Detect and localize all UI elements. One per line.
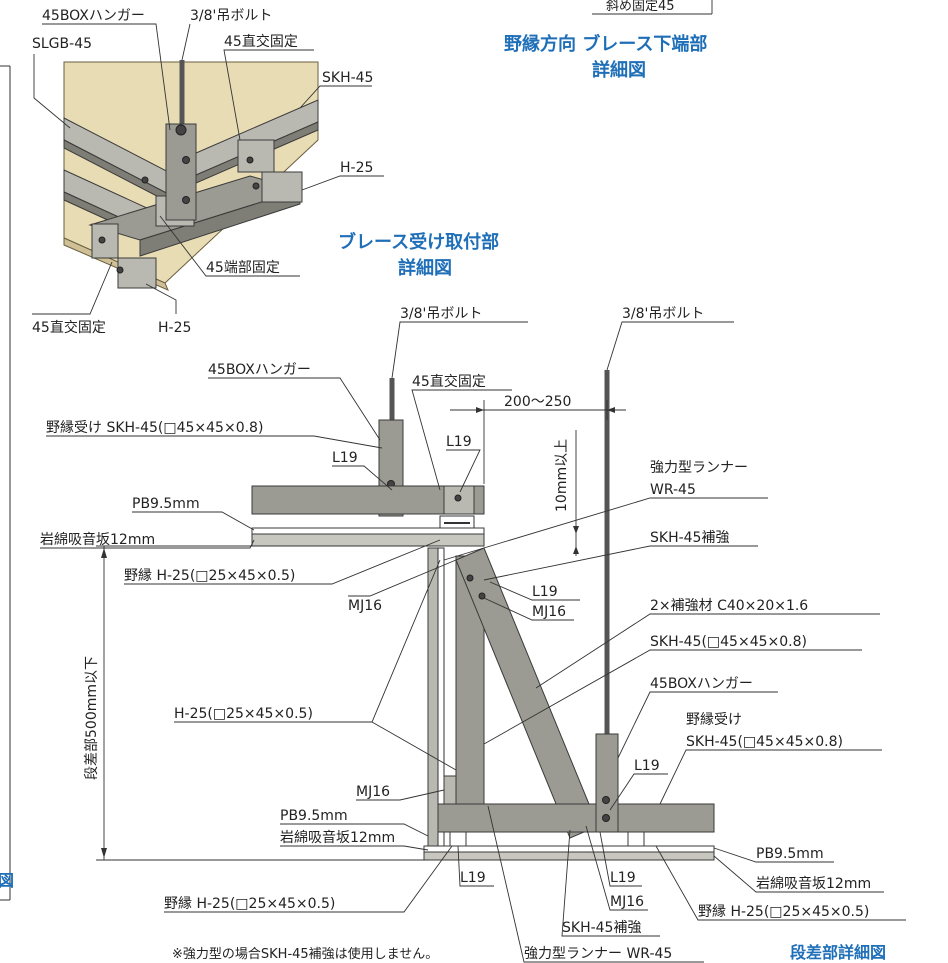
section-receiver-lower (437, 803, 715, 833)
label-pb-mid: PB9.5mm (280, 808, 348, 824)
connector-block-b (117, 257, 157, 289)
label-cross-fix: 45直交固定 (412, 373, 486, 390)
label-mj16-a: MJ16 (348, 598, 382, 614)
section-dimensions: 200～250 10mm以上 段差部500mm以下 (84, 394, 626, 861)
label-pb-right: PB9.5mm (756, 846, 824, 862)
iso-label-h25-bottom: H-25 (158, 320, 191, 336)
iso-label-skh: SKH-45 (322, 70, 373, 86)
label-rockwool-mid: 岩綿吸音坂12mm (280, 829, 395, 846)
left-partial-frame: 図 (0, 65, 14, 901)
iso-label-end-fix: 45端部固定 (206, 260, 280, 276)
label-runner-heavy-1: 強力型ランナー (650, 460, 748, 476)
step-section-illustration (251, 370, 715, 861)
label-rockwool-top: 岩綿吸音坂12mm (40, 531, 155, 548)
label-skh-reinforce-bottom: SKH-45補強 (562, 920, 641, 936)
iso-box-hanger (165, 123, 197, 221)
title-bottom-detail-line1: 野縁方向 ブレース下端部 (504, 33, 707, 55)
label-l19-d: L19 (634, 758, 660, 774)
title-bottom-detail-line2: 詳細図 (592, 59, 646, 81)
label-runner-heavy-2: WR-45 (650, 482, 696, 498)
title-step-detail: 段差部詳細図 (790, 943, 886, 962)
iso-brace-receiver-illustration (63, 60, 319, 291)
section-rockwool-lower (423, 851, 715, 861)
label-bolt-right: 3/8'吊ボルト (622, 306, 704, 322)
label-l19-f: L19 (610, 870, 636, 886)
label-l19-c: L19 (532, 584, 558, 600)
label-l19-b: L19 (446, 434, 472, 450)
iso-label-h25-right: H-25 (340, 160, 373, 176)
iso-label-slgb: SLGB-45 (32, 36, 92, 52)
label-l19-a: L19 (332, 450, 358, 466)
connector-block-d (261, 171, 303, 203)
iso-label-hanging-bolt: 3/8'吊ボルト (190, 8, 272, 24)
clipped-left-char: 図 (0, 871, 14, 890)
connector-block-c (237, 139, 275, 173)
iso-label-cross-fix-top: 45直交固定 (224, 33, 298, 50)
clipped-top-fragment: 斜め固定45 (592, 0, 713, 15)
section-labels: 3/8'吊ボルト 3/8'吊ボルト 45BOXハンガー 45直交固定 野縁受け … (40, 306, 906, 963)
label-h25-mid: H-25(□25×45×0.5) (174, 706, 313, 722)
label-receiver-right-1: 野縁受け (686, 712, 742, 728)
label-box-hanger-left: 45BOXハンガー (208, 362, 311, 378)
label-l19-e: L19 (460, 870, 486, 886)
iso-label-box-hanger: 45BOXハンガー (42, 8, 145, 24)
section-box-hanger-right (595, 733, 619, 833)
label-reinforce-c40: 2×補強材 C40×20×1.6 (650, 598, 808, 614)
label-skh-reinforce: SKH-45補強 (650, 530, 729, 546)
iso-labels: 45BOXハンガー 3/8'吊ボルト SLGB-45 45直交固定 SKH-45… (32, 8, 384, 336)
label-mj16-b: MJ16 (532, 604, 566, 620)
section-runner-vertical (427, 547, 439, 855)
label-mj16-d: MJ16 (610, 894, 644, 910)
section-pb-upper (251, 527, 485, 535)
dim-10mm: 10mm以上 (554, 439, 570, 512)
label-nobuchi-h25-top: 野縁 H-25(□25×45×0.5) (124, 568, 295, 584)
label-nobuchi-h25-right: 野縁 H-25(□25×45×0.5) (698, 904, 869, 920)
label-box-hanger-right: 45BOXハンガー (650, 676, 753, 692)
label-mj16-c: MJ16 (356, 784, 390, 800)
label-receiver-skh-left: 野縁受け SKH-45(□45×45×0.8) (46, 420, 263, 436)
dim-step-500: 段差部500mm以下 (84, 656, 100, 780)
clipped-top-text: 斜め固定45 (606, 0, 675, 14)
label-nobuchi-h25-bottom: 野縁 H-25(□25×45×0.5) (164, 896, 335, 912)
footnote: ※強力型の場合SKH-45補強は使用しません。 (172, 946, 438, 962)
title-brace-receiver-line2: 詳細図 (398, 257, 452, 279)
label-rockwool-right: 岩綿吸音坂12mm (756, 875, 871, 892)
label-skh-45: SKH-45(□45×45×0.8) (650, 634, 807, 650)
iso-label-cross-fix-bottom: 45直交固定 (32, 319, 106, 336)
label-pb-top: PB9.5mm (132, 496, 200, 512)
label-bolt-left: 3/8'吊ボルト (400, 306, 482, 322)
label-receiver-right-2: SKH-45(□45×45×0.8) (686, 734, 843, 750)
section-rockwool-upper (251, 533, 485, 547)
label-runner-bottom: 強力型ランナー WR-45 (524, 946, 672, 962)
dim-200-250: 200～250 (504, 394, 571, 410)
title-brace-receiver-line1: ブレース受け取付部 (338, 231, 499, 253)
